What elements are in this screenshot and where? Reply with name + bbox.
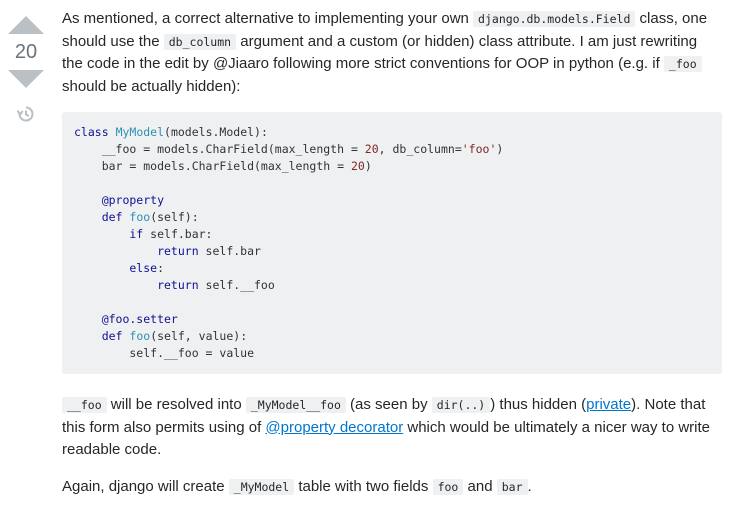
upvote-button[interactable] (8, 16, 44, 34)
answer-paragraph-1: As mentioned, a correct alternative to i… (62, 10, 708, 95)
inline-code: django.db.models.Field (473, 11, 636, 27)
inline-code: _MyModel__foo (245, 397, 346, 413)
private-link[interactable]: private (586, 396, 632, 413)
vote-cell: 20 (0, 12, 52, 129)
code-block: class MyModel(models.Model): __foo = mod… (62, 112, 722, 374)
inline-code: foo (432, 478, 464, 495)
inline-code: _MyModel (228, 478, 295, 495)
property-decorator-link[interactable]: @property decorator (265, 418, 404, 436)
inline-code: bar (496, 478, 528, 495)
vote-count: 20 (14, 41, 38, 63)
answer-body: As mentioned, a correct alternative to i… (62, 8, 722, 512)
history-icon[interactable] (16, 104, 36, 129)
answer-paragraph-2: __foo will be resolved into _MyModel__fo… (62, 396, 711, 458)
inline-code: dir(..) (431, 397, 491, 413)
inline-code: _foo (663, 56, 702, 72)
downvote-button[interactable] (8, 70, 44, 88)
inline-code: __foo (62, 397, 107, 413)
inline-code: db_column (163, 33, 237, 50)
answer-paragraph-3: Again, django will create _MyModel table… (62, 477, 532, 495)
